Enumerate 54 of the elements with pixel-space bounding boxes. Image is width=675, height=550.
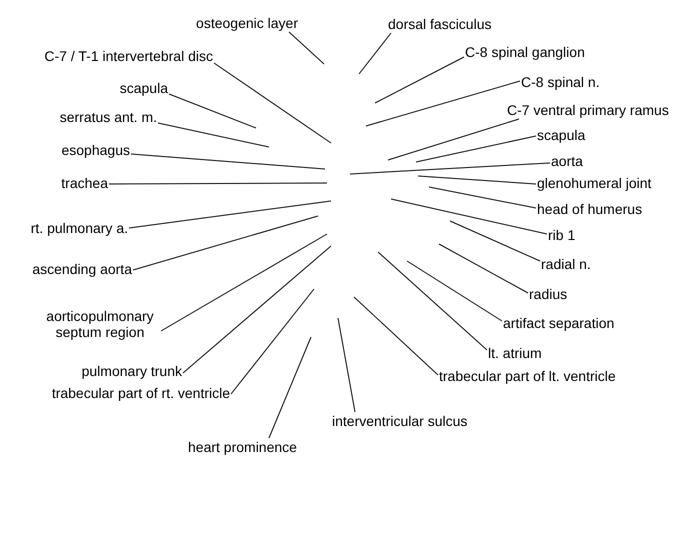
anatomy-label: lt. atrium xyxy=(488,345,542,361)
anatomy-label: serratus ant. m. xyxy=(60,109,157,125)
anatomy-label: C-8 spinal ganglion xyxy=(465,44,585,60)
anatomy-label: pulmonary trunk xyxy=(82,363,182,379)
anatomy-label: glenohumeral joint xyxy=(537,175,652,191)
leader-line xyxy=(214,62,332,144)
anatomy-label: osteogenic layer xyxy=(196,15,298,31)
anatomy-label: radial n. xyxy=(541,256,591,272)
anatomy-label: aorticopulmonary septum region xyxy=(40,308,160,340)
anatomy-label: C-8 spinal n. xyxy=(521,74,600,90)
leader-line xyxy=(418,176,536,184)
leader-line xyxy=(354,296,438,376)
leader-line xyxy=(132,216,318,270)
anatomy-label: artifact separation xyxy=(503,315,614,331)
leader-line xyxy=(338,318,356,412)
leader-line xyxy=(182,246,332,374)
leader-line xyxy=(128,200,332,228)
leader-line xyxy=(230,288,314,394)
anatomy-label: C-7 ventral primary ramus xyxy=(507,102,669,118)
anatomy-label: scapula xyxy=(120,80,168,96)
leader-line xyxy=(416,136,536,162)
anatomy-label: aorta xyxy=(551,153,583,169)
anatomy-label: rib 1 xyxy=(548,227,576,243)
leader-line xyxy=(350,162,550,174)
anatomy-label: dorsal fasciculus xyxy=(388,16,492,32)
leader-line xyxy=(406,260,502,322)
anatomy-label: esophagus xyxy=(61,142,130,158)
leader-line xyxy=(158,122,270,148)
leader-line xyxy=(160,234,328,332)
leader-line xyxy=(358,32,392,74)
anatomy-label: heart prominence xyxy=(188,439,297,455)
leader-line xyxy=(168,94,256,128)
anatomy-label: scapula xyxy=(537,127,586,143)
leader-line xyxy=(438,244,528,294)
anatomy-label: trabecular part of rt. ventricle xyxy=(52,385,230,401)
anatomy-label: trachea xyxy=(61,175,108,191)
anatomy-label: rt. pulmonary a. xyxy=(30,220,128,236)
leader-line xyxy=(108,182,328,184)
anatomy-label: trabecular part of lt. ventricle xyxy=(439,368,616,384)
leader-line xyxy=(428,186,536,208)
leader-line xyxy=(366,80,520,126)
leader-line xyxy=(374,56,464,104)
leader-line xyxy=(388,118,520,160)
leader-line xyxy=(288,32,324,64)
anatomy-label: interventricular sulcus xyxy=(332,413,468,429)
anatomy-label: radius xyxy=(529,286,568,302)
leader-line xyxy=(378,252,488,350)
leader-line xyxy=(268,336,312,438)
anatomy-label: ascending aorta xyxy=(32,261,132,277)
leader-line xyxy=(450,220,540,262)
anatomy-label: C-7 / T-1 intervertebral disc xyxy=(44,48,213,64)
leader-line xyxy=(390,198,548,234)
leader-line xyxy=(130,154,326,170)
anatomy-label: head of humerus xyxy=(537,201,642,217)
